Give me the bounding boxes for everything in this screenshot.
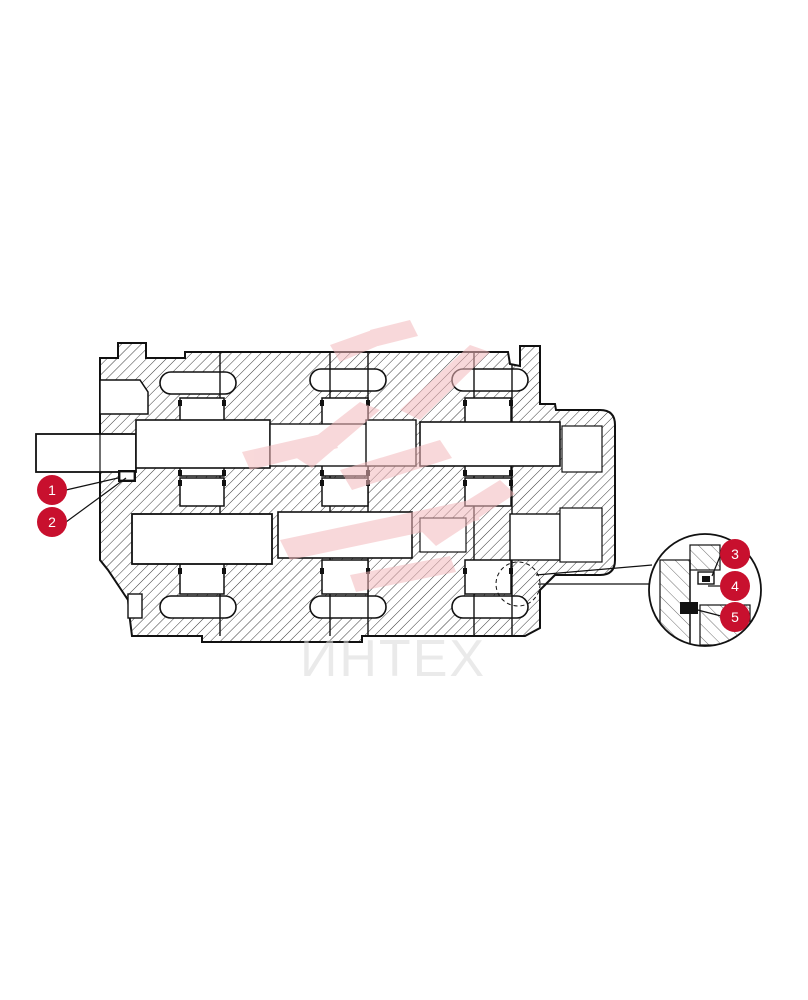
seal-ring: [680, 602, 698, 614]
callout-2: 2: [37, 507, 67, 537]
bearing-seals: [178, 400, 513, 574]
callout-label: 2: [48, 514, 56, 530]
intech-logo-mark: [242, 320, 515, 592]
watermark-text: ИНТЕХ: [300, 630, 486, 688]
callout-1: 1: [37, 475, 67, 505]
callout-label: 3: [731, 546, 739, 562]
callout-5: 5: [720, 602, 750, 632]
through-bolts: [159, 368, 529, 619]
callout-4: 4: [720, 571, 750, 601]
callout-3: 3: [720, 539, 750, 569]
callout-leaders: [65, 477, 722, 617]
detail-leader-lines: [535, 564, 653, 585]
front-boss: [99, 379, 149, 415]
callout-label: 4: [731, 578, 739, 594]
callout-label: 5: [731, 609, 739, 625]
o-ring-profile: [702, 576, 710, 582]
mounting-flange: [127, 593, 143, 619]
callout-label: 1: [48, 482, 56, 498]
watermark: ИНТЕХ: [242, 320, 515, 688]
shaft-seal: [118, 470, 136, 482]
